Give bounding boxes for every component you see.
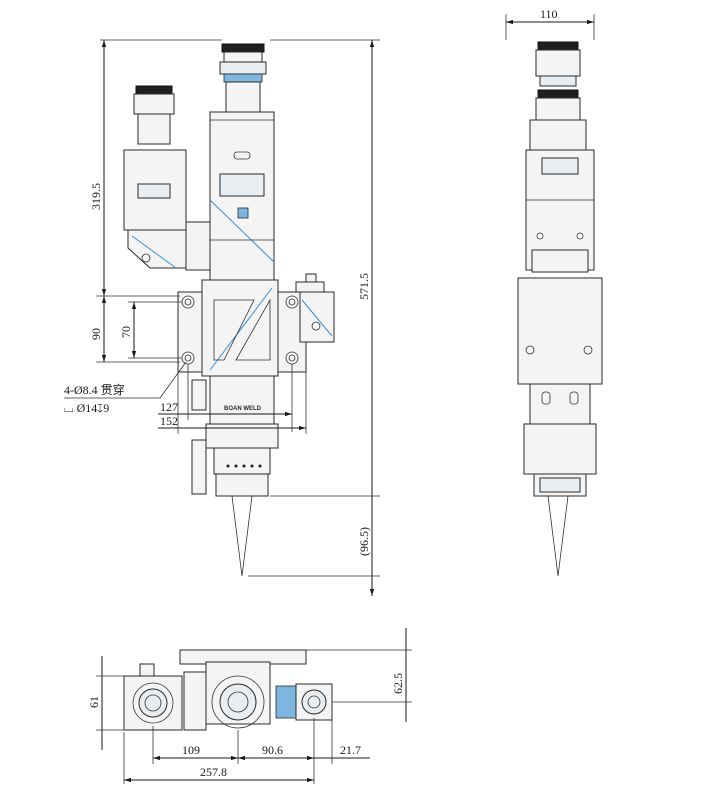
dim-109: 109 — [182, 743, 200, 757]
dim-571-5: 571.5 — [357, 273, 371, 300]
dim-70: 70 — [119, 326, 133, 338]
side-view: 110 — [505, 7, 603, 577]
dim-96-5: (96.5) — [357, 527, 371, 556]
side-camera — [123, 85, 211, 271]
lower-body — [209, 375, 275, 425]
body-label: BOAN WELD — [224, 406, 262, 412]
dim-319-5: 319.5 — [89, 183, 103, 210]
slot — [233, 151, 251, 160]
hole-note-1: 4-Ø8.4 贯穿 — [64, 382, 125, 397]
top-view: 61 62.5 109 90.6 21.7 257.8 — [87, 628, 412, 784]
dim-257-8: 257.8 — [200, 765, 227, 779]
dim-110: 110 — [540, 7, 558, 21]
dim-21-7: 21.7 — [340, 743, 361, 757]
dim-127: 127 — [160, 400, 178, 414]
dim-61: 61 — [87, 696, 101, 708]
dim-90-6: 90.6 — [262, 743, 283, 757]
right-connector — [295, 273, 335, 343]
top-knob — [219, 43, 267, 113]
dim-90: 90 — [89, 328, 103, 340]
dim-152: 152 — [160, 414, 178, 428]
display-window — [219, 173, 265, 197]
logo-badge — [237, 207, 249, 219]
dim-62-5: 62.5 — [391, 673, 405, 694]
nozzle-cone — [231, 495, 253, 577]
hole-note-2: ⌴ Ø14↧9 — [64, 401, 109, 415]
front-view: BOAN WELD 571.5 319.5 90 70 — [64, 39, 380, 596]
